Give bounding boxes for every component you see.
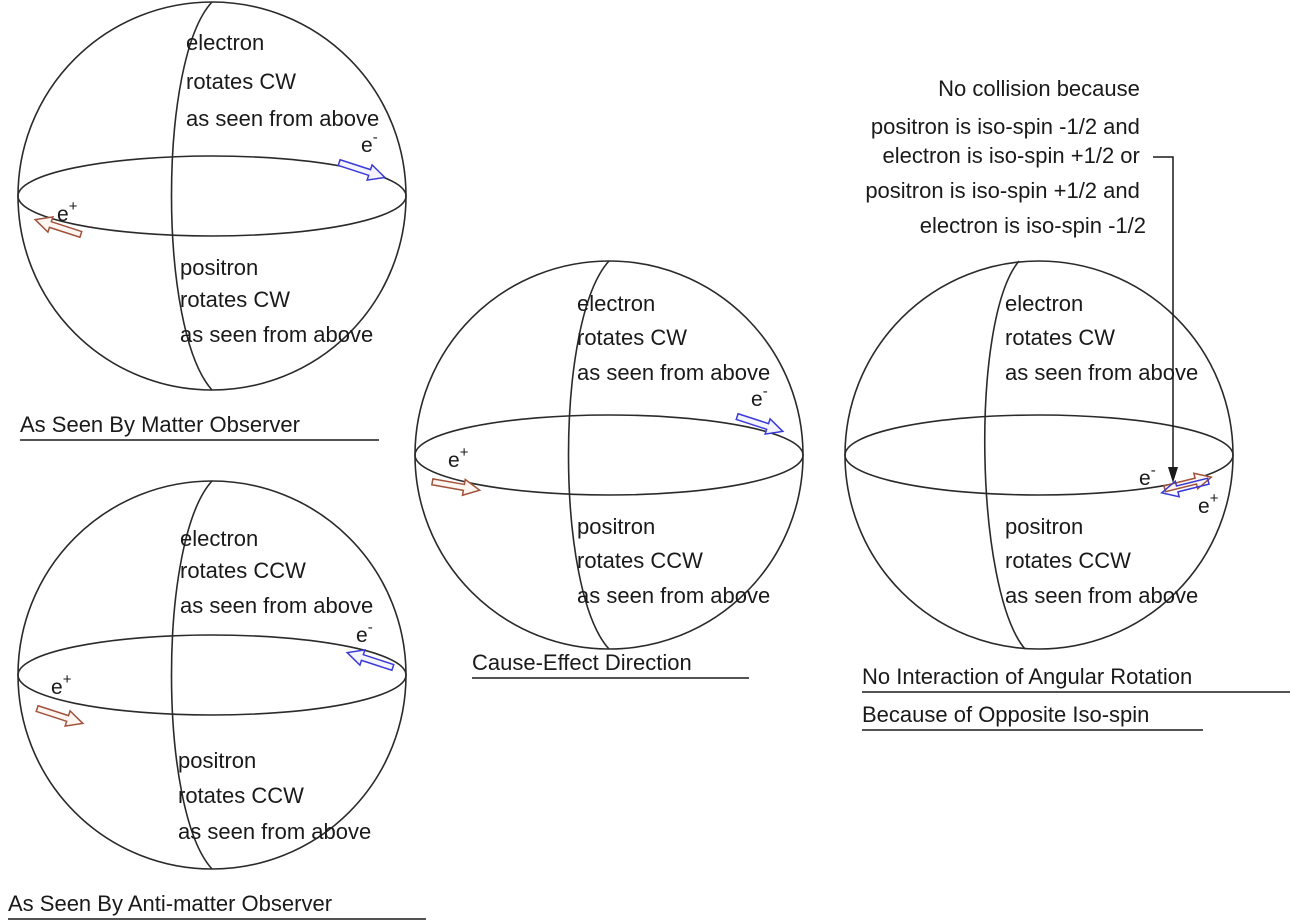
meridian-arc [567, 260, 610, 650]
caption-cause-effect: Cause-Effect Direction [472, 650, 692, 675]
positron-label: e+ [1198, 490, 1219, 518]
caption-no-interaction: No Interaction of Angular Rotation Becau… [862, 664, 1198, 727]
meridian-arc [983, 260, 1026, 650]
positron-text: positron rotates CCW as seen from above [1005, 514, 1198, 608]
equator-ellipse [17, 155, 407, 237]
electron-arrow [345, 648, 395, 672]
electron-text: electron rotates CCW as seen from above [180, 526, 373, 618]
sphere-cause-effect: electron rotates CW as seen from above p… [414, 260, 804, 650]
electron-label: e- [1139, 462, 1156, 490]
equator-ellipse [17, 634, 407, 716]
sphere-antimatter-observer: electron rotates CCW as seen from above … [17, 480, 407, 870]
positron-arrow [35, 704, 85, 728]
collision-annotation: No collision because positron is iso-spi… [865, 76, 1146, 238]
electron-text: electron rotates CW as seen from above [186, 30, 379, 131]
meridian-arc [170, 480, 213, 870]
electron-arrow [1160, 477, 1210, 498]
positron-text: positron rotates CCW as seen from above [178, 748, 371, 844]
positron-arrow [33, 215, 83, 239]
electron-label: e- [356, 619, 373, 647]
electron-text: electron rotates CW as seen from above [1005, 291, 1198, 385]
caption-matter-observer: As Seen By Matter Observer [20, 412, 300, 437]
equator-ellipse [414, 414, 804, 496]
meridian-arc [170, 1, 213, 391]
annotation-leader-arrow [1153, 156, 1178, 483]
sphere-no-interaction: electron rotates CW as seen from above p… [844, 260, 1234, 650]
electron-label: e- [751, 383, 768, 411]
electron-label: e- [361, 129, 378, 157]
positron-label: e+ [57, 198, 78, 226]
electron-text: electron rotates CW as seen from above [577, 291, 770, 385]
electron-arrow [337, 158, 387, 182]
caption-antimatter-observer: As Seen By Anti-matter Observer [8, 891, 332, 916]
positron-arrow [430, 478, 482, 497]
positron-text: positron rotates CW as seen from above [180, 255, 373, 347]
electron-arrow [735, 412, 785, 436]
sphere-matter-observer: electron rotates CW as seen from above p… [17, 1, 407, 391]
positron-label: e+ [51, 671, 72, 699]
positron-text: positron rotates CCW as seen from above [577, 514, 770, 608]
positron-label: e+ [448, 444, 469, 472]
equator-ellipse [844, 414, 1234, 496]
